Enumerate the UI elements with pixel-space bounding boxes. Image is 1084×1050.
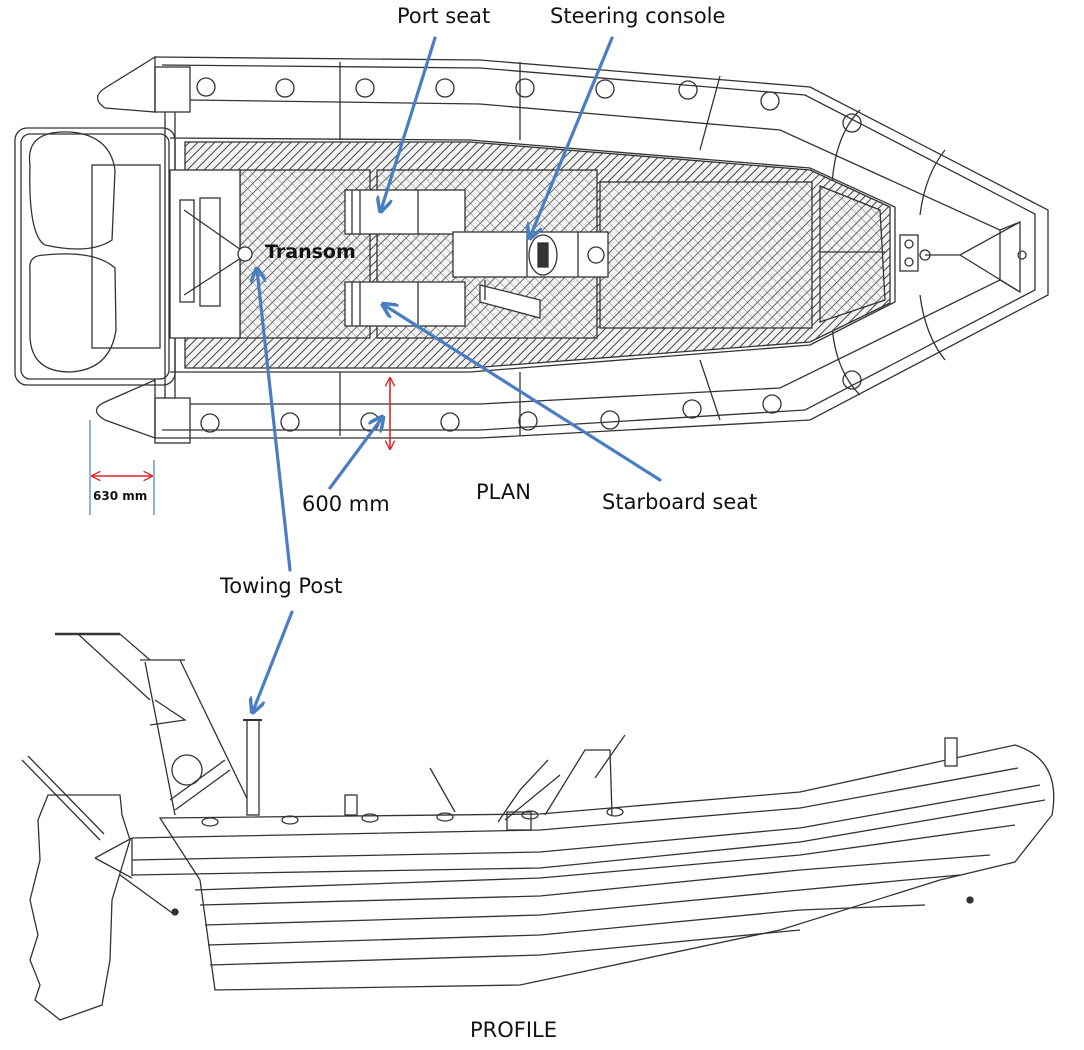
- label-starboard-seat: Starboard seat: [602, 490, 758, 514]
- outboard-engines: [14, 127, 176, 386]
- arrow-tube-width: [328, 418, 382, 490]
- label-towing-post: Towing Post: [220, 574, 343, 598]
- a-frame: [55, 632, 262, 816]
- label-plan-view: PLAN: [476, 480, 531, 504]
- arrow-port-seat: [381, 36, 437, 210]
- plan-view: [14, 55, 1049, 444]
- dimension-lines: [92, 378, 390, 476]
- label-stern-overhang: 630 mm: [93, 489, 148, 503]
- callout-arrows: [253, 36, 662, 711]
- stern-extension-lines: [89, 420, 155, 515]
- label-tube-width: 600 mm: [302, 492, 390, 516]
- transom-frame: [169, 169, 253, 339]
- hull-profile: [94, 734, 1055, 991]
- label-transom: Transom: [265, 241, 356, 263]
- anchor-locker: [899, 234, 919, 272]
- label-port-seat: Port seat: [397, 4, 491, 28]
- profile-view: [21, 632, 1055, 1021]
- arrow-towing-post-profile: [253, 610, 294, 711]
- label-profile-view: PROFILE: [470, 1018, 558, 1042]
- port-seat-box: [344, 189, 466, 235]
- outboard-motor-profile: [21, 755, 131, 1021]
- arrow-steering-console: [530, 36, 614, 237]
- d-rings-starboard: [200, 370, 862, 433]
- arrow-towing-post-plan: [257, 270, 292, 572]
- arrow-starboard-seat: [384, 305, 662, 482]
- label-steering-console: Steering console: [550, 4, 726, 28]
- d-rings-port: [196, 77, 862, 133]
